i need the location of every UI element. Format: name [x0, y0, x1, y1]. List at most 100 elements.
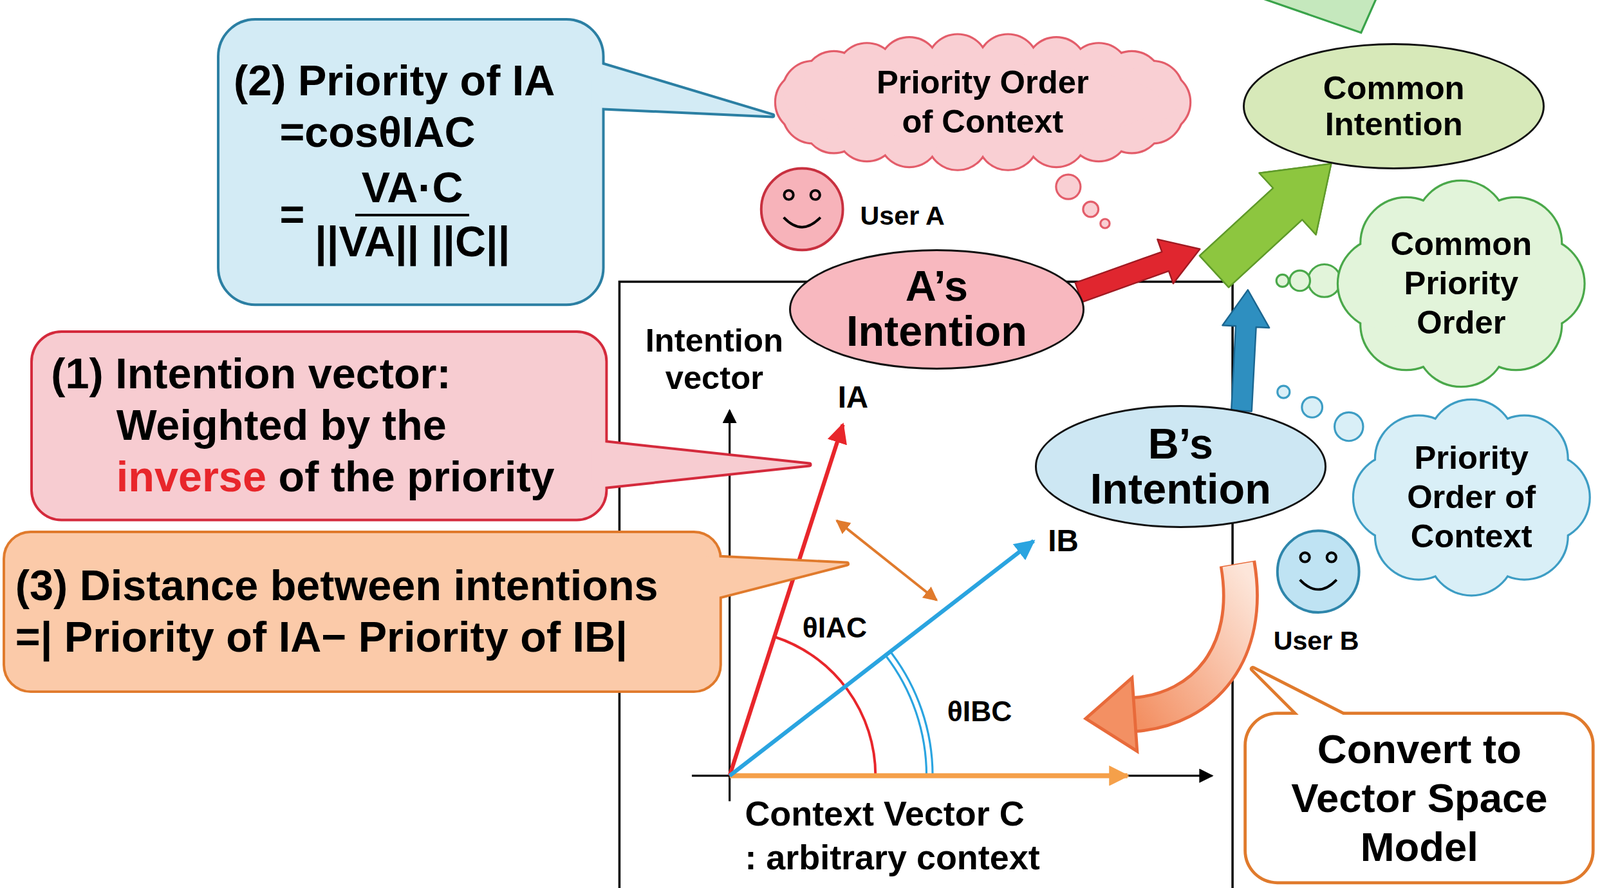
intention-vector — [729, 424, 844, 775]
cropped-callout — [1255, 0, 1378, 33]
node-content: (3) Distance between intentions=| Priori… — [5, 532, 720, 690]
callout-tail — [592, 440, 810, 488]
node-label: Convert to Vector Space Model — [1266, 724, 1573, 871]
fraction: VA·C||VA|| ||C|| — [314, 162, 510, 268]
callout-tail — [1253, 668, 1368, 726]
user-face — [761, 168, 844, 251]
face-smile — [783, 217, 821, 228]
note-callout: Convert to Vector Space Model — [1246, 714, 1592, 881]
formula-sign: = — [279, 189, 305, 241]
node-content: Convert to Vector Space Model — [1246, 714, 1592, 881]
context-vector — [729, 772, 1128, 779]
node-content: (2) Priority of IA=cosθIAC=VA·C||VA|| ||… — [219, 20, 603, 304]
face-smile — [1300, 579, 1337, 589]
chart-frame — [619, 281, 1233, 888]
thought-bubble — [1100, 218, 1110, 228]
callout-tail — [592, 61, 773, 116]
face-eye — [783, 190, 793, 200]
intention-ellipse: Common Intention — [1242, 43, 1545, 170]
thought-bubble — [1083, 201, 1099, 217]
shape-outline — [776, 34, 1190, 169]
callout-body — [32, 332, 605, 519]
node-content: Priority Order of Context — [1354, 400, 1590, 595]
callout-outline — [5, 532, 720, 690]
note-callout: (3) Distance between intentions=| Priori… — [5, 532, 720, 690]
thought-bubble — [1334, 411, 1364, 441]
callout-text: Weighted by the — [116, 399, 447, 452]
angle-label: θIAC — [802, 613, 867, 642]
shape-outline — [219, 20, 773, 304]
callout-text: =| Priority of IA− Priority of IB| — [15, 611, 628, 663]
node-content: A’s Intention — [790, 251, 1084, 368]
node-label: Common Priority Order — [1374, 224, 1549, 343]
formula-line: =cosθIAC — [279, 106, 475, 159]
node-label: Common Intention — [1276, 70, 1512, 143]
shape-outline — [1354, 400, 1590, 595]
axis-label: Intention vector — [622, 321, 806, 398]
axis-label: : arbitrary context — [744, 839, 1040, 875]
node-content: Common Intention — [1244, 45, 1543, 168]
angle-arc — [890, 651, 933, 776]
callout-heading: (1) Intention vector: — [50, 348, 451, 400]
node-label: Priority Order of Context — [1386, 438, 1556, 557]
formula-callout: (2) Priority of IA=cosθIAC=VA·C||VA|| ||… — [219, 20, 603, 304]
node-content: Common Priority Order — [1338, 181, 1584, 386]
callout-body — [1246, 714, 1592, 881]
shape-fill — [1246, 668, 1592, 881]
callout-row: inverseof the priority — [116, 451, 555, 503]
axis-label: Context Vector C — [744, 796, 1024, 831]
curved-arrow-head — [1085, 677, 1138, 751]
callout-body — [5, 532, 720, 690]
vector-label: IB — [1047, 525, 1079, 557]
thought-bubble — [1307, 264, 1341, 298]
formula-row: =VA·C||VA|| ||C|| — [279, 162, 510, 268]
callout-body — [5, 532, 720, 690]
block-arrow — [1075, 239, 1201, 302]
callout-body — [219, 20, 603, 304]
thought-cloud: Priority Order of Context — [1354, 400, 1590, 595]
shape-outline — [1338, 181, 1584, 386]
merge-arrow — [1199, 163, 1331, 412]
x-axis — [691, 774, 1212, 777]
node-content: (1) Intention vector:Weighted by theinve… — [32, 332, 605, 519]
thought-bubble — [1302, 397, 1323, 418]
curved-arrow — [1134, 564, 1241, 715]
vector-label: IA — [837, 381, 869, 413]
callout-tail — [592, 61, 773, 116]
user-label: User B — [1273, 627, 1360, 654]
thought-cloud: Common Priority Order — [1338, 181, 1584, 386]
intention-ellipse: A’s Intention — [789, 249, 1086, 370]
face-eye — [1300, 552, 1310, 562]
merged-block-arrow — [1199, 163, 1331, 288]
callout-body — [32, 332, 605, 519]
shape-fill — [1338, 181, 1584, 386]
shape-outline — [1246, 668, 1592, 881]
node-content: Priority Order of Context — [776, 34, 1190, 170]
callout-text: of the priority — [278, 451, 555, 503]
user-label: User A — [860, 203, 945, 230]
callout-body — [219, 20, 603, 304]
shape-fill — [776, 34, 1190, 169]
callout-heading: (2) Priority of IA — [233, 55, 555, 107]
callout-heading: (3) Distance between intentions — [15, 559, 659, 612]
node-label: Priority Order of Context — [864, 63, 1102, 142]
thought-cloud: Priority Order of Context — [776, 34, 1190, 170]
face-eye — [1327, 552, 1337, 562]
curved-arrow-outline — [1134, 563, 1241, 715]
node-label: B’s Intention — [1073, 421, 1288, 512]
merge-arrow — [1075, 163, 1332, 302]
shape-fill — [1354, 400, 1590, 595]
thought-bubble — [1277, 385, 1290, 398]
node-content: B’s Intention — [1036, 406, 1325, 526]
thought-bubble — [1056, 174, 1081, 199]
block-arrow — [1222, 289, 1270, 412]
cloud-outline — [776, 34, 1190, 170]
callout-tail — [704, 556, 847, 600]
callout-tail — [592, 440, 810, 488]
fraction-denominator: ||VA|| ||C|| — [314, 216, 510, 268]
face-eye — [810, 190, 820, 200]
thought-bubble — [1289, 270, 1311, 291]
shape-fill — [5, 532, 847, 690]
emphasis-text: inverse — [116, 451, 267, 503]
